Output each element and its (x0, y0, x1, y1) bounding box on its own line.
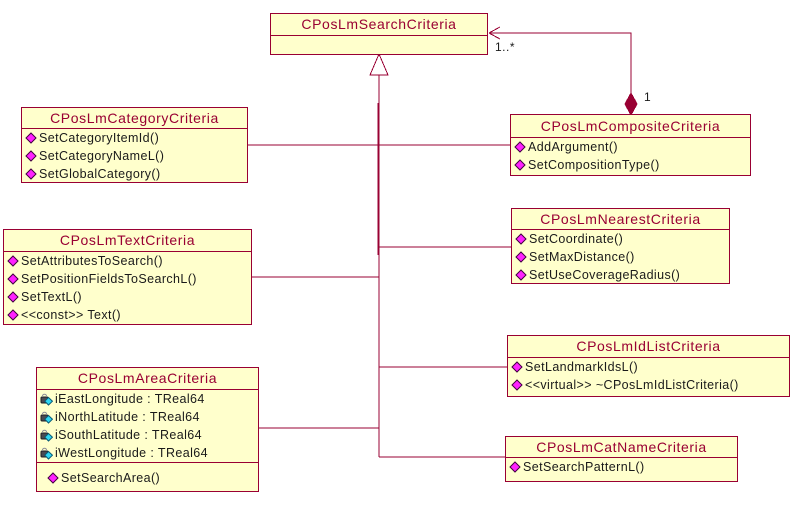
method-row: SetCategoryItemId() (22, 129, 247, 147)
operations-compartment: AddArgument() SetCompositionType() (511, 138, 750, 174)
operations-compartment: SetCategoryItemId() SetCategoryNameL() S… (22, 129, 247, 183)
method-icon (25, 168, 37, 180)
attribute-icon (40, 411, 53, 424)
method-row: SetCoordinate() (512, 230, 729, 248)
class-cposlmcompositecriteria[interactable]: CPosLmCompositeCriteria AddArgument() Se… (510, 114, 751, 176)
attributes-compartment: iEastLongitude : TReal64 iNorthLatitude … (37, 390, 258, 462)
multiplicity-label-one: 1 (644, 90, 652, 104)
class-title: CPosLmAreaCriteria (37, 368, 258, 390)
operations-compartment: SetSearchArea() (37, 462, 258, 487)
class-cposlmnearestcriteria[interactable]: CPosLmNearestCriteria SetCoordinate() Se… (511, 208, 730, 284)
method-icon (47, 472, 59, 484)
method-row: SetTextL() (4, 288, 251, 306)
class-cposlmcatnamecriteria[interactable]: CPosLmCatNameCriteria SetSearchPatternL(… (505, 436, 738, 482)
class-title: CPosLmCategoryCriteria (22, 108, 247, 129)
generalization-triangle-icon (369, 52, 389, 76)
class-title: CPosLmTextCriteria (4, 230, 251, 252)
class-title: CPosLmCompositeCriteria (511, 115, 750, 138)
method-icon (7, 255, 19, 267)
method-row: SetCategoryNameL() (22, 147, 247, 165)
method-icon (7, 309, 19, 321)
method-row: SetLandmarkIdsL() (508, 358, 789, 376)
class-title: CPosLmIdListCriteria (508, 336, 789, 358)
class-cposlmareacriteria[interactable]: CPosLmAreaCriteria iEastLongitude : TRea… (36, 367, 259, 492)
class-cposlmtextcriteria[interactable]: CPosLmTextCriteria SetAttributesToSearch… (3, 229, 252, 325)
class-cposlmsearchcriteria[interactable]: CPosLmSearchCriteria (270, 13, 488, 55)
method-icon (515, 251, 527, 263)
method-icon (25, 150, 37, 162)
method-icon (515, 269, 527, 281)
method-row: SetGlobalCategory() (22, 165, 247, 183)
method-row: SetPositionFieldsToSearchL() (4, 270, 251, 288)
class-title: CPosLmSearchCriteria (271, 14, 487, 36)
method-icon (514, 141, 526, 153)
method-icon (7, 273, 19, 285)
method-icon (514, 159, 526, 171)
attribute-row: iSouthLatitude : TReal64 (37, 426, 258, 444)
method-row: SetUseCoverageRadius() (512, 266, 729, 284)
method-icon (509, 461, 521, 473)
method-row: AddArgument() (511, 138, 750, 156)
attribute-row: iWestLongitude : TReal64 (37, 444, 258, 462)
class-title: CPosLmCatNameCriteria (506, 437, 737, 458)
method-icon (511, 379, 523, 391)
method-icon (511, 361, 523, 373)
attribute-icon (40, 393, 53, 406)
method-row: <<const>> Text() (4, 306, 251, 324)
class-cposlmcategorycriteria[interactable]: CPosLmCategoryCriteria SetCategoryItemId… (21, 107, 248, 183)
class-title: CPosLmNearestCriteria (512, 209, 729, 230)
method-icon (7, 291, 19, 303)
method-row: SetCompositionType() (511, 156, 750, 174)
class-cposlmidlistcriteria[interactable]: CPosLmIdListCriteria SetLandmarkIdsL() <… (507, 335, 790, 397)
method-row: SetSearchArea() (37, 469, 258, 487)
attribute-row: iNorthLatitude : TReal64 (37, 408, 258, 426)
open-arrowhead-icon (488, 26, 501, 40)
composition-diamond-icon (624, 91, 638, 117)
method-row: SetSearchPatternL() (506, 458, 737, 476)
attribute-icon (40, 447, 53, 460)
method-row: <<virtual>> ~CPosLmIdListCriteria() (508, 376, 789, 394)
multiplicity-label-many: 1..* (495, 40, 516, 54)
operations-compartment: SetCoordinate() SetMaxDistance() SetUseC… (512, 230, 729, 284)
attribute-row: iEastLongitude : TReal64 (37, 390, 258, 408)
method-icon (25, 132, 37, 144)
method-icon (515, 233, 527, 245)
operations-compartment: SetLandmarkIdsL() <<virtual>> ~CPosLmIdL… (508, 358, 789, 394)
attribute-icon (40, 429, 53, 442)
method-row: SetAttributesToSearch() (4, 252, 251, 270)
operations-compartment: SetAttributesToSearch() SetPositionField… (4, 252, 251, 324)
method-row: SetMaxDistance() (512, 248, 729, 266)
operations-compartment: SetSearchPatternL() (506, 458, 737, 476)
